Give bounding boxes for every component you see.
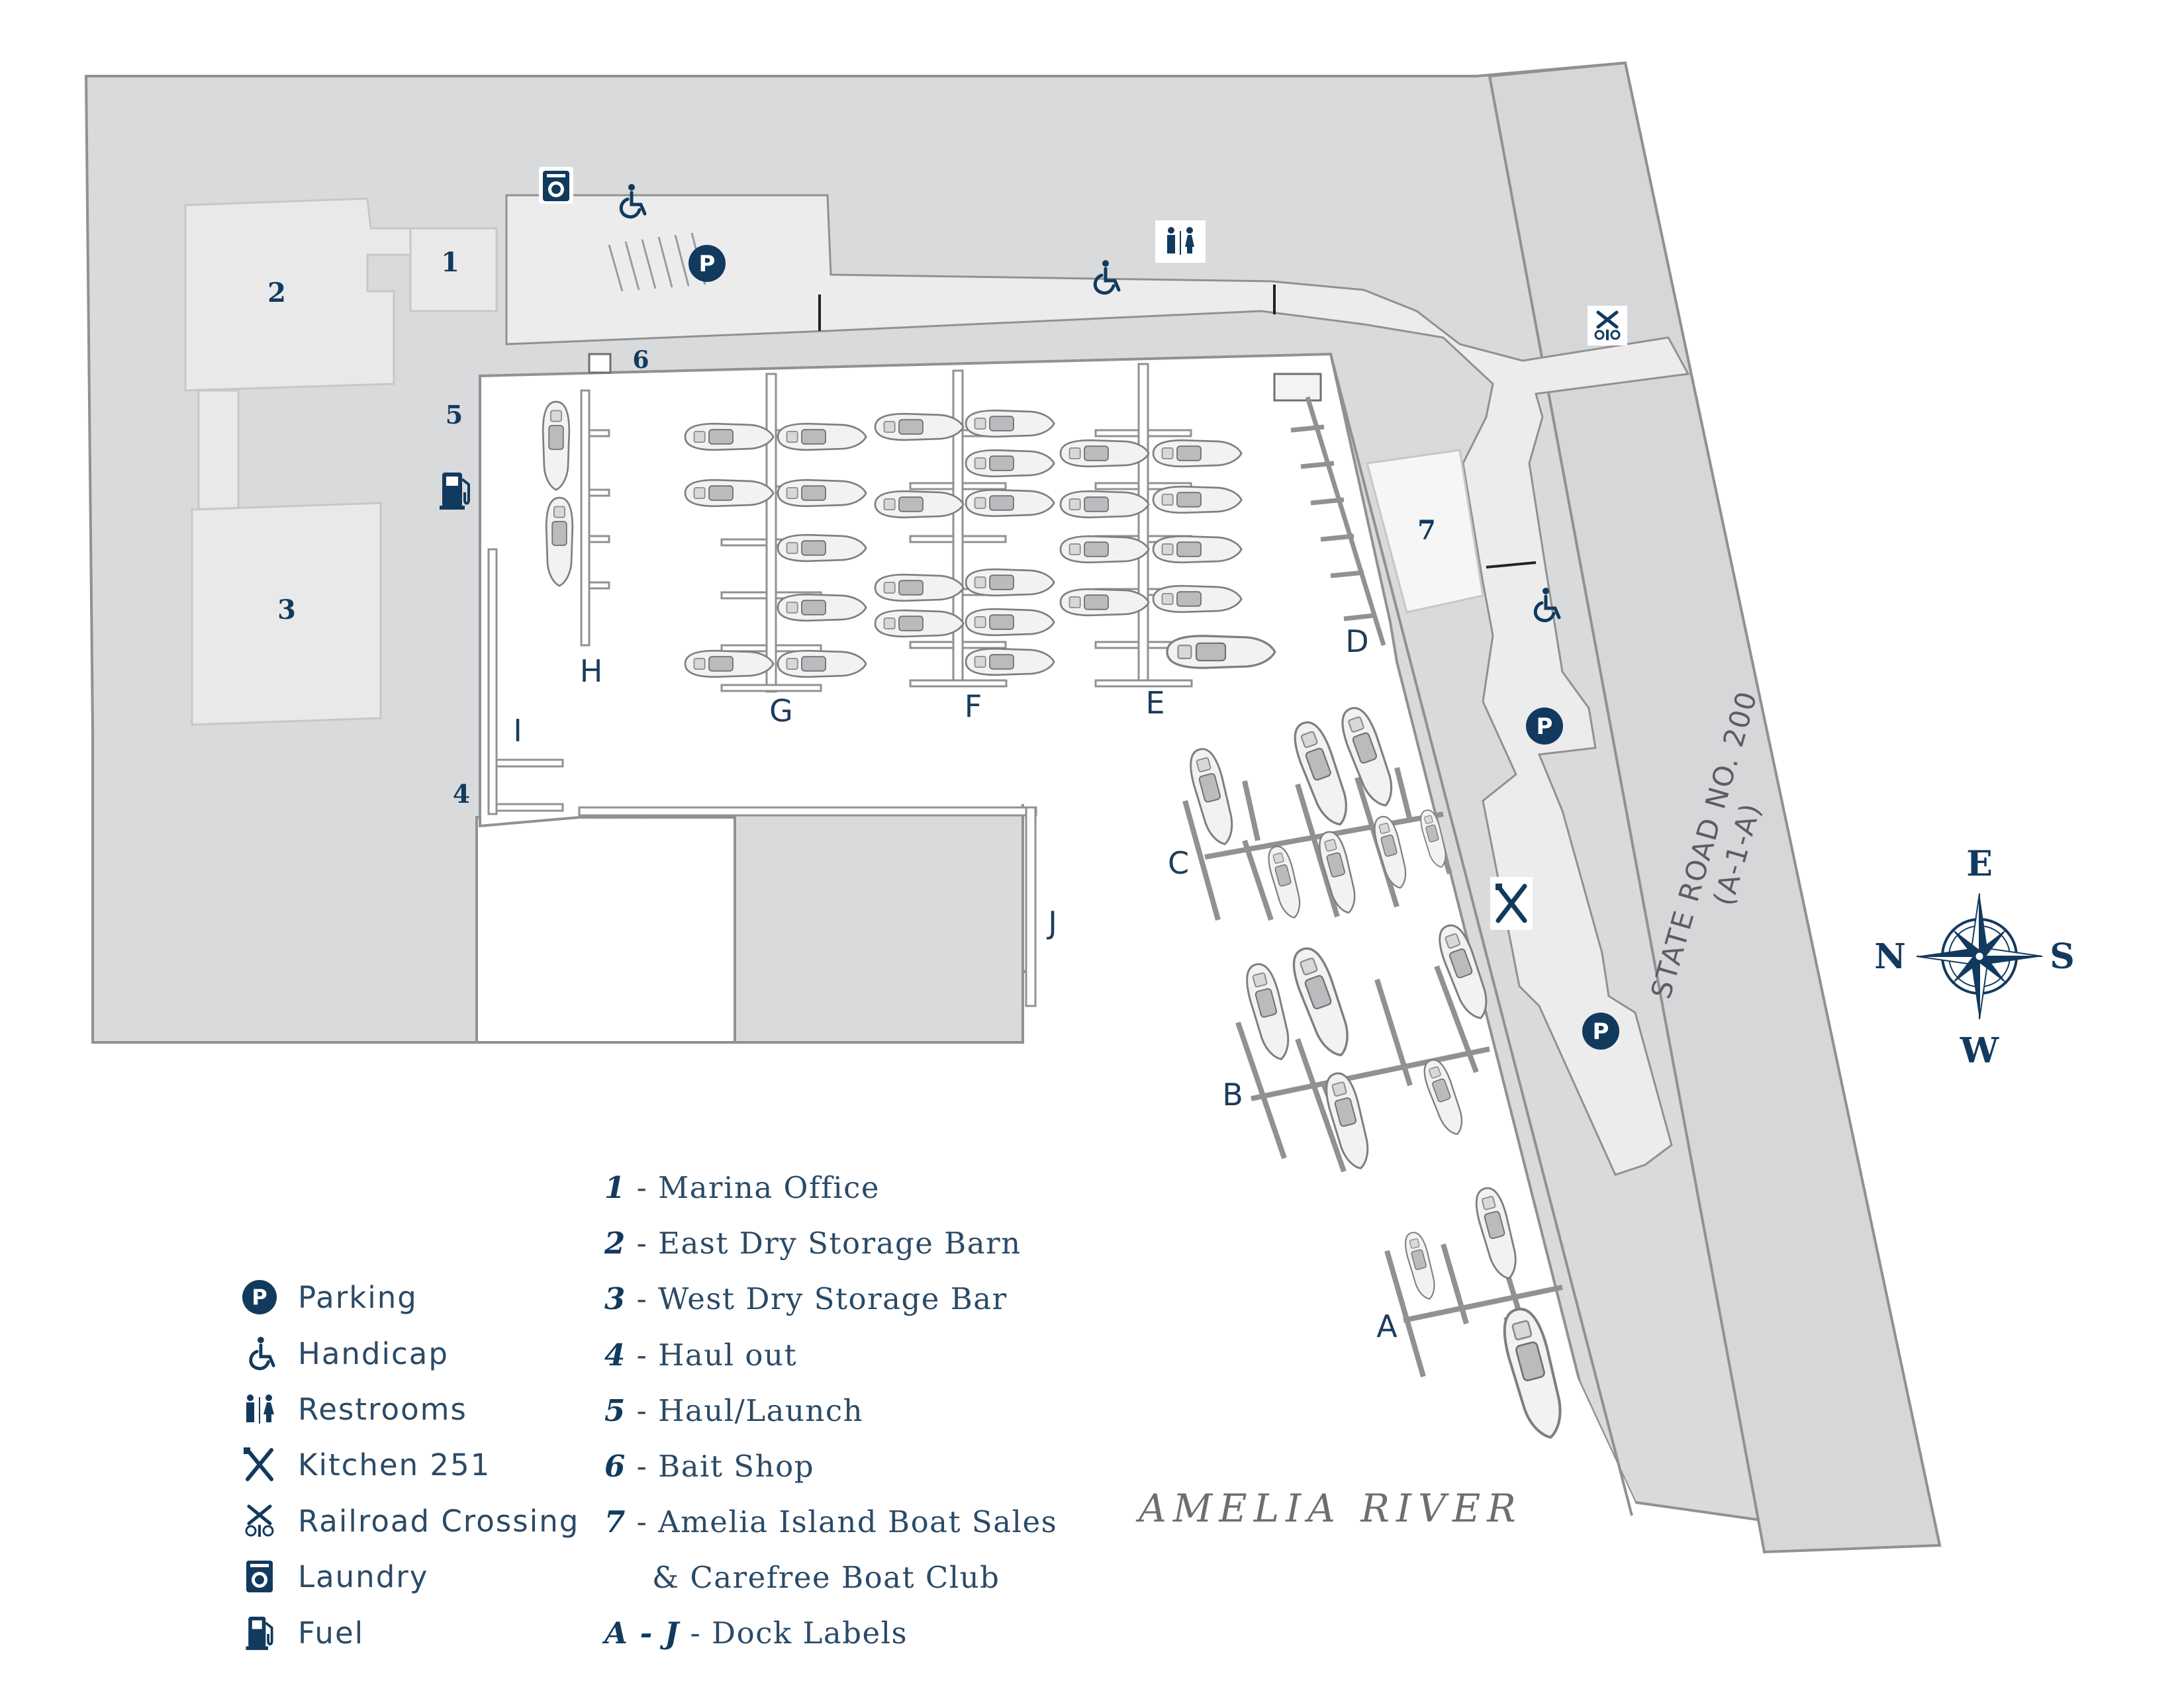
dock-label-I: I (513, 713, 522, 749)
key-item-6: 6 - Bait Shop (604, 1449, 814, 1484)
fuel-icon (240, 1613, 279, 1653)
key-text: - Bait Shop (626, 1449, 815, 1484)
river-label: AMELIA RIVER (1139, 1486, 1523, 1531)
key-num: A - J (604, 1616, 680, 1651)
key-text: - Marina Office (626, 1170, 880, 1205)
laundry-icon (240, 1557, 279, 1596)
legend-item-railroad-crossing: Railroad Crossing (240, 1501, 579, 1541)
legend-item-handicap: Handicap (240, 1334, 449, 1373)
state-road (1488, 61, 1942, 1554)
parking-icon-map-3 (1582, 1013, 1619, 1050)
key-num: 4 (604, 1338, 626, 1373)
dock-label-B: B (1222, 1077, 1243, 1113)
main-walkway (505, 194, 1690, 1176)
bait-shop-number: 6 (632, 346, 649, 374)
key-text: - East Dry Storage Barn (626, 1226, 1021, 1261)
haul-out-number: 4 (453, 779, 470, 809)
legend-item-fuel: Fuel (240, 1613, 364, 1653)
key-num: 2 (604, 1226, 626, 1261)
bulkhead-east (1329, 353, 1633, 1516)
legend-item-restrooms: Restrooms (240, 1389, 467, 1429)
restrooms-icon (240, 1389, 279, 1429)
key-text: - Haul/Launch (626, 1393, 864, 1428)
key-text: - West Dry Storage Bar (626, 1281, 1008, 1316)
marina-lift-box (1273, 373, 1322, 402)
key-text: - Dock Labels (679, 1616, 908, 1651)
parking-icon: P (240, 1277, 279, 1317)
handicap-icon (240, 1334, 279, 1373)
building-2-number: 2 (267, 277, 286, 308)
river-water (0, 973, 1635, 1687)
building-7-number: 7 (1417, 515, 1436, 546)
dock-label-F: F (965, 688, 982, 724)
parking-stripes (608, 232, 706, 292)
legend-label: Handicap (298, 1336, 449, 1371)
dock-label-H: H (580, 653, 603, 689)
dock-H (580, 389, 610, 647)
building-2 (184, 197, 412, 392)
key-item-7: 7 - Amelia Island Boat Sales (604, 1504, 1057, 1539)
building-connector (197, 389, 240, 511)
restrooms-icon-map (1155, 220, 1206, 263)
compass-west-label: W (1960, 1030, 2000, 1071)
railroad-crossing-icon (240, 1501, 279, 1541)
shoreline (91, 731, 1024, 1044)
key-item-3: 3 - West Dry Storage Bar (604, 1281, 1008, 1316)
dock-label-E: E (1145, 685, 1164, 721)
bait-shop-box (588, 353, 612, 374)
walkway-dividers (818, 285, 1537, 569)
building-3 (191, 502, 382, 726)
legend-label: Restrooms (298, 1391, 467, 1427)
key-item-dock-labels: A - J - Dock Labels (604, 1616, 908, 1651)
key-num: 1 (604, 1170, 626, 1205)
haul-launch-number: 5 (446, 400, 463, 430)
compass-north-label: N (1874, 936, 1906, 977)
key-item-4: 4 - Haul out (604, 1338, 797, 1373)
building-7 (1366, 449, 1484, 614)
building-3-number: 3 (277, 594, 296, 625)
dock-D (1290, 396, 1386, 647)
dock-I (487, 548, 564, 815)
dock-label-C: C (1168, 845, 1189, 881)
compass-south-label: S (2050, 936, 2075, 977)
key-num: 5 (604, 1393, 626, 1428)
dock-label-G: G (769, 693, 793, 729)
compass-east-label: E (1966, 844, 1993, 884)
key-text: & Carefree Boat Club (652, 1560, 1000, 1595)
legend-label: Laundry (298, 1559, 429, 1594)
parking-icon-map-1 (688, 245, 726, 282)
railroad-crossing-icon-map (1588, 306, 1627, 345)
legend-label: Parking (298, 1279, 418, 1315)
legend-label: Railroad Crossing (298, 1503, 580, 1539)
dock-label-D: D (1345, 623, 1368, 659)
building-1 (409, 227, 498, 312)
kitchen-icon (240, 1445, 279, 1484)
key-item-7-continued: & Carefree Boat Club (652, 1560, 1000, 1595)
fuel-icon-map (440, 473, 470, 510)
key-text: - Amelia Island Boat Sales (626, 1504, 1058, 1539)
key-num: 3 (604, 1281, 626, 1316)
legend-item-kitchen: Kitchen 251 (240, 1445, 491, 1484)
parking-icon-map-2 (1526, 707, 1563, 745)
key-num: 7 (604, 1504, 626, 1539)
legend-label: Fuel (298, 1615, 365, 1651)
legend-label: Kitchen 251 (298, 1447, 491, 1482)
parking-icon-letter: P (252, 1285, 267, 1310)
building-1-number: 1 (441, 247, 459, 278)
key-item-5: 5 - Haul/Launch (604, 1393, 863, 1428)
compass-rose: E W N S (1874, 844, 2075, 1071)
legend-item-laundry: Laundry (240, 1557, 428, 1596)
legend-item-parking: P Parking (240, 1277, 418, 1317)
kitchen-icon-map (1490, 877, 1533, 930)
laundry-icon-map (539, 167, 573, 204)
key-item-2: 2 - East Dry Storage Barn (604, 1226, 1021, 1261)
key-num: 6 (604, 1449, 626, 1484)
dock-label-A: A (1376, 1308, 1398, 1344)
dock-label-J: J (1046, 905, 1057, 940)
dock-J (578, 806, 1037, 1007)
key-text: - Haul out (626, 1338, 798, 1373)
key-item-1: 1 - Marina Office (604, 1170, 880, 1205)
